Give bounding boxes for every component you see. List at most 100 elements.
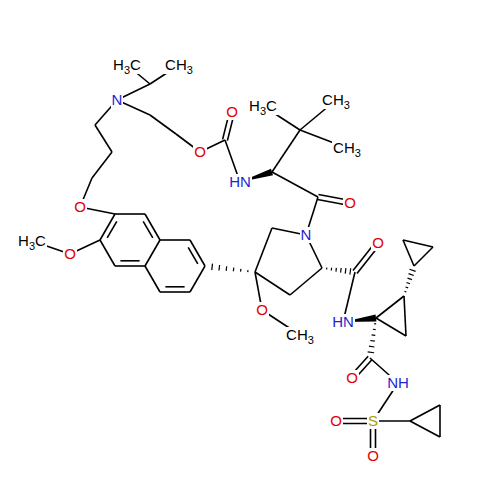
bond-line bbox=[211, 264, 213, 270]
atom-label: O bbox=[255, 302, 269, 318]
subscript: 3 bbox=[124, 64, 130, 76]
element-symbol: O bbox=[64, 245, 76, 262]
bond-line bbox=[247, 270, 248, 272]
bond-line bbox=[115, 265, 145, 267]
bond-line bbox=[326, 268, 327, 270]
bond-line bbox=[439, 405, 441, 437]
element-symbol: CH bbox=[333, 139, 355, 156]
subscript: 3 bbox=[355, 147, 361, 159]
atom-label: HN bbox=[228, 174, 252, 190]
element-symbol: H bbox=[249, 97, 260, 114]
subscript: 3 bbox=[29, 240, 35, 252]
bond-line bbox=[374, 323, 376, 324]
bond-line bbox=[409, 269, 415, 271]
atom-label: O bbox=[371, 235, 385, 251]
bond-line bbox=[190, 266, 205, 292]
bond-line bbox=[403, 240, 433, 247]
atom-label: CH3 bbox=[285, 327, 315, 344]
bond-line bbox=[331, 268, 333, 271]
bond-line bbox=[255, 272, 290, 295]
atom-label: H3C bbox=[112, 57, 142, 74]
atom-label: O bbox=[345, 370, 359, 386]
bond-line bbox=[255, 228, 272, 272]
element-symbol: O bbox=[330, 412, 342, 429]
element-symbol: N bbox=[301, 226, 312, 243]
subscript: 3 bbox=[308, 334, 314, 346]
element-symbol: C bbox=[130, 56, 141, 73]
atom-label: N bbox=[300, 227, 313, 243]
bond-line bbox=[218, 265, 220, 271]
bond-line bbox=[403, 240, 414, 266]
bond-line bbox=[349, 268, 351, 274]
element-symbol: HN bbox=[332, 313, 354, 330]
bond-line bbox=[143, 221, 153, 238]
atom-label: O bbox=[329, 413, 343, 429]
bond-line bbox=[165, 286, 184, 288]
bond-line bbox=[372, 334, 376, 336]
bond-line bbox=[92, 152, 112, 178]
bond-line bbox=[272, 172, 318, 197]
atom-label: H3C bbox=[17, 233, 47, 250]
element-symbol: H bbox=[113, 56, 124, 73]
element-symbol: O bbox=[346, 369, 358, 386]
element-symbol: C bbox=[266, 97, 277, 114]
atom-label: O bbox=[343, 195, 357, 211]
atom-label: NH bbox=[386, 375, 410, 391]
bond-line bbox=[240, 269, 242, 272]
bond-line bbox=[369, 346, 375, 348]
element-symbol: O bbox=[74, 198, 86, 215]
bond-line bbox=[376, 296, 404, 318]
atom-label: CH3 bbox=[332, 140, 362, 157]
element-symbol: CH bbox=[322, 91, 344, 108]
subscript: 3 bbox=[260, 105, 266, 117]
bond-line bbox=[95, 125, 112, 152]
bond-line bbox=[226, 266, 228, 271]
bond-line bbox=[335, 268, 337, 272]
element-symbol: C bbox=[35, 232, 46, 249]
bond-line bbox=[408, 278, 412, 279]
atom-label: O bbox=[366, 448, 380, 464]
atom-label: O bbox=[193, 144, 207, 160]
element-symbol: S bbox=[368, 412, 378, 429]
bond-line bbox=[100, 240, 115, 266]
element-symbol: HN bbox=[229, 173, 251, 190]
bond-line bbox=[345, 268, 347, 274]
bond-line bbox=[404, 296, 406, 336]
bond-line bbox=[120, 260, 139, 262]
atom-label: O bbox=[63, 246, 77, 262]
bond-line bbox=[368, 351, 374, 353]
element-symbol: O bbox=[256, 301, 268, 318]
bond-line bbox=[145, 240, 160, 266]
atom-label: H3C bbox=[248, 98, 278, 115]
subscript: 3 bbox=[344, 99, 350, 111]
bond-line bbox=[290, 268, 322, 295]
element-symbol: O bbox=[367, 447, 379, 464]
bond-line bbox=[160, 291, 190, 293]
bond-line bbox=[188, 247, 198, 264]
element-symbol: CH bbox=[286, 326, 308, 343]
atom-label: O bbox=[73, 199, 87, 215]
element-symbol: CH bbox=[165, 56, 187, 73]
bond-line bbox=[410, 405, 440, 421]
bond-line bbox=[272, 130, 300, 172]
element-symbol: N bbox=[112, 91, 123, 108]
bond-line bbox=[145, 266, 160, 292]
element-symbol: O bbox=[226, 103, 238, 120]
bond-line bbox=[373, 329, 376, 331]
bond-line bbox=[410, 421, 440, 437]
bond-line bbox=[160, 239, 190, 241]
bond-line bbox=[370, 340, 375, 342]
bond-line bbox=[107, 221, 117, 238]
bond-line bbox=[150, 115, 176, 134]
element-symbol: NH bbox=[387, 374, 409, 391]
bond-line bbox=[406, 286, 409, 288]
atom-label: O bbox=[225, 104, 239, 120]
bond-line bbox=[115, 213, 145, 215]
bond-line bbox=[407, 283, 411, 284]
atom-label: HN bbox=[331, 314, 355, 330]
atom-label: CH3 bbox=[164, 57, 194, 74]
bond-line bbox=[376, 318, 406, 336]
atom-label: S bbox=[367, 413, 379, 429]
subscript: 3 bbox=[187, 64, 193, 76]
atom-label: CH3 bbox=[321, 92, 351, 109]
